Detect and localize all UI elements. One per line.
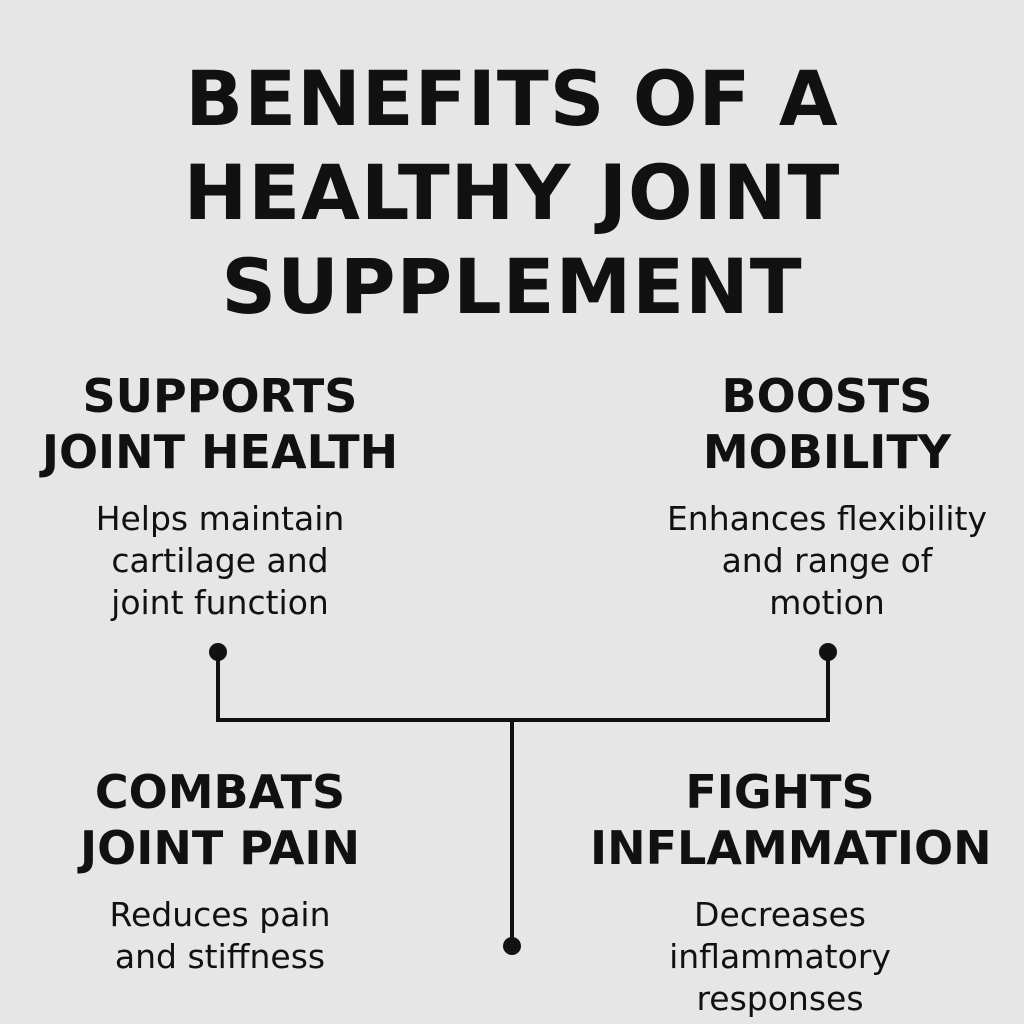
benefit-combats-joint-pain: COMBATS JOINT PAIN Reduces pain and stif… <box>10 764 430 978</box>
benefit-description-line: motion <box>769 583 885 622</box>
connector-dot-right <box>819 643 837 661</box>
page-title: BENEFITS OF A HEALTHY JOINT SUPPLEMENT <box>0 52 1024 334</box>
benefit-description-line: Decreases <box>694 895 866 934</box>
benefit-description-line: and range of <box>721 541 933 580</box>
benefit-supports-joint-health: SUPPORTS JOINT HEALTH Helps maintain car… <box>10 368 430 624</box>
benefit-heading: BOOSTS MOBILITY <box>620 368 1024 480</box>
benefit-heading-line: COMBATS <box>94 765 346 819</box>
benefit-description-line: Enhances flexibility <box>666 499 988 538</box>
benefit-heading-line: JOINT PAIN <box>80 821 360 875</box>
benefit-heading-line: MOBILITY <box>702 425 952 479</box>
title-line-3: SUPPLEMENT <box>221 242 803 331</box>
benefit-heading: COMBATS JOINT PAIN <box>10 764 430 876</box>
benefit-description: Reduces pain and stiffness <box>10 894 430 978</box>
benefit-heading-line: FIGHTS <box>685 765 875 819</box>
benefit-description-line: and stiffness <box>114 937 326 976</box>
connector-dot-bottom <box>503 937 521 955</box>
benefit-description: Decreases inflammatory responses <box>590 894 970 1020</box>
benefit-boosts-mobility: BOOSTS MOBILITY Enhances flexibility and… <box>620 368 1024 624</box>
benefit-description-line: joint function <box>111 583 329 622</box>
title-line-1: BENEFITS OF A <box>185 54 839 143</box>
benefit-heading: SUPPORTS JOINT HEALTH <box>10 368 430 480</box>
benefit-description-line: responses <box>696 979 864 1018</box>
connector-line-right-branch <box>512 652 830 722</box>
benefit-heading-line: JOINT HEALTH <box>41 425 399 479</box>
benefit-description-line: inflammatory <box>669 937 891 976</box>
benefit-heading-line: INFLAMMATION <box>590 821 992 875</box>
connector-line-left-branch <box>216 652 512 722</box>
benefit-heading: FIGHTS INFLAMMATION <box>590 764 992 876</box>
title-line-2: HEALTHY JOINT <box>183 148 841 237</box>
benefit-fights-inflammation: FIGHTS INFLAMMATION Decreases inflammato… <box>590 764 992 1020</box>
benefit-heading-line: SUPPORTS <box>82 369 358 423</box>
benefit-description-line: cartilage and <box>111 541 329 580</box>
benefit-heading-line: BOOSTS <box>721 369 933 423</box>
benefit-description: Enhances flexibility and range of motion <box>620 498 1024 624</box>
benefit-description: Helps maintain cartilage and joint funct… <box>10 498 430 624</box>
benefit-description-line: Reduces pain <box>109 895 331 934</box>
benefit-description-line: Helps maintain <box>95 499 345 538</box>
connector-dot-left <box>209 643 227 661</box>
